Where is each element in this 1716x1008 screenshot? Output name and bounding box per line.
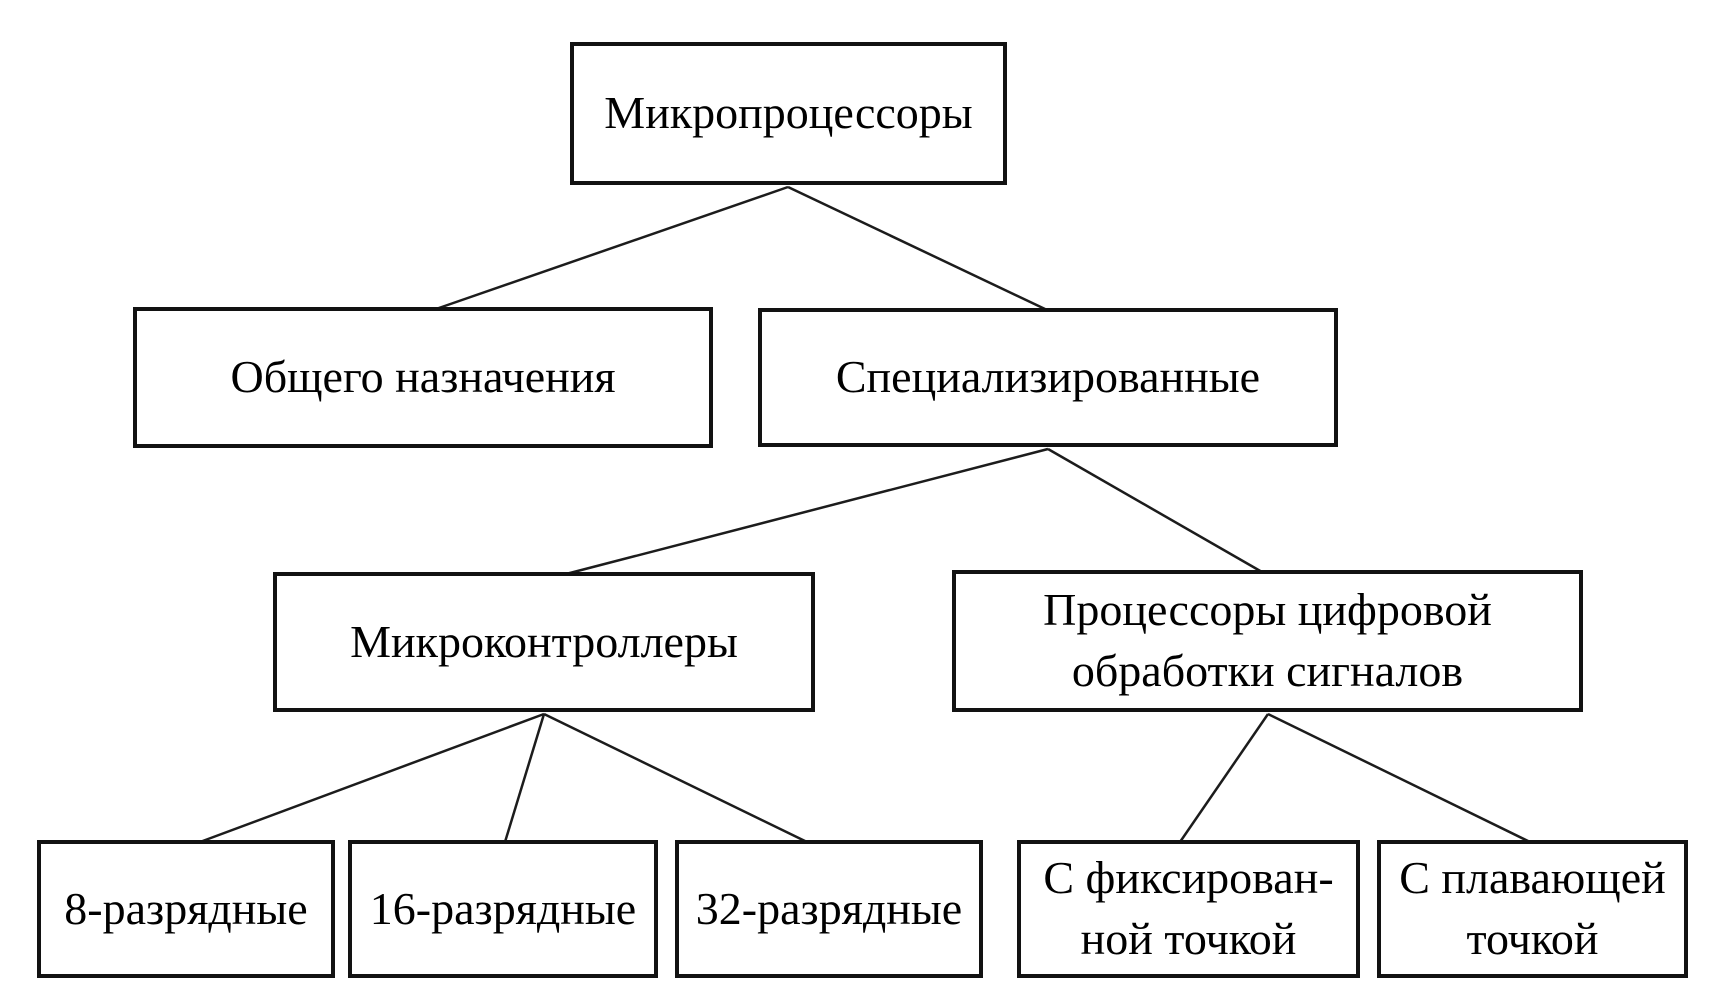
node-digital-signal-processors-label: Процессоры цифровой обработки сигналов [1043,584,1492,696]
connector-mcu-bit32 [543,712,808,844]
connector-dsp-float [1267,712,1531,844]
node-fixed-point: С фиксирован- ной точкой [1017,840,1360,978]
node-16-bit-label: 16-разрядные [369,882,637,934]
node-floating-point-label: С плавающей точкой [1399,852,1666,964]
node-microcontrollers: Микроконтроллеры [273,572,815,712]
node-specialized: Специализированные [758,308,1338,447]
connector-specialized-dsp [1047,447,1263,574]
node-microprocessors: Микропроцессоры [570,42,1007,185]
connector-root-general [435,185,789,311]
node-microcontrollers-label: Микроконтроллеры [350,615,738,667]
node-32-bit-label: 32-разрядные [695,882,963,934]
node-general-purpose-label: Общего назначения [230,351,616,403]
connector-mcu-bit16 [503,713,546,843]
node-digital-signal-processors: Процессоры цифровой обработки сигналов [952,570,1583,712]
connector-dsp-fixed [1178,713,1270,843]
connector-mcu-bit8 [199,712,545,844]
node-fixed-point-label: С фиксирован- ной точкой [1043,852,1334,964]
connector-root-specialized [787,185,1046,311]
node-specialized-label: Специализированные [835,351,1261,403]
node-general-purpose: Общего назначения [133,307,713,448]
node-8-bit-label: 8-разрядные [64,882,308,934]
node-microprocessors-label: Микропроцессоры [604,87,973,139]
node-floating-point: С плавающей точкой [1377,840,1688,978]
node-8-bit: 8-разрядные [37,840,335,978]
node-32-bit: 32-разрядные [675,840,983,978]
node-16-bit: 16-разрядные [348,840,658,978]
connector-specialized-mcu [565,447,1049,576]
